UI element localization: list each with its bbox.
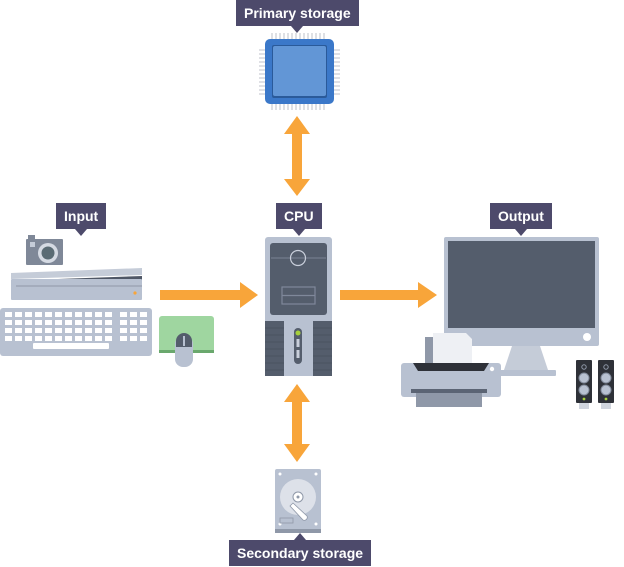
arrow-cpu-secondary-storage (284, 384, 310, 462)
computer-tower-icon (265, 237, 332, 376)
monitor-icon (444, 237, 599, 376)
hard-drive-icon (275, 469, 321, 533)
input-label: Input (56, 203, 107, 236)
primary-storage-label: Primary storage (236, 0, 359, 33)
label-pointer (294, 533, 307, 540)
secondary-storage-label: Secondary storage (229, 533, 372, 566)
arrow-cpu-primary-storage (284, 116, 310, 196)
keyboard-icon (0, 308, 152, 356)
label-pointer (291, 26, 304, 33)
printer-icon (401, 333, 501, 407)
label-pointer (514, 229, 527, 236)
output-label: Output (490, 203, 552, 236)
cpu-label: CPU (276, 203, 322, 236)
secondary-storage-label-text: Secondary storage (237, 545, 364, 561)
primary-storage-label-text: Primary storage (244, 5, 351, 21)
camera-icon (26, 235, 63, 265)
output-label-text: Output (498, 208, 544, 224)
mouse-icon (159, 316, 214, 367)
label-pointer (292, 229, 305, 236)
arrow-input-to-cpu (160, 282, 258, 308)
speakers-icon (576, 360, 614, 409)
label-pointer (75, 229, 88, 236)
input-label-text: Input (64, 208, 99, 224)
memory-chip-icon (259, 33, 340, 110)
arrow-cpu-to-output (340, 282, 437, 308)
scanner-icon (11, 268, 142, 300)
cpu-label-text: CPU (284, 208, 314, 224)
